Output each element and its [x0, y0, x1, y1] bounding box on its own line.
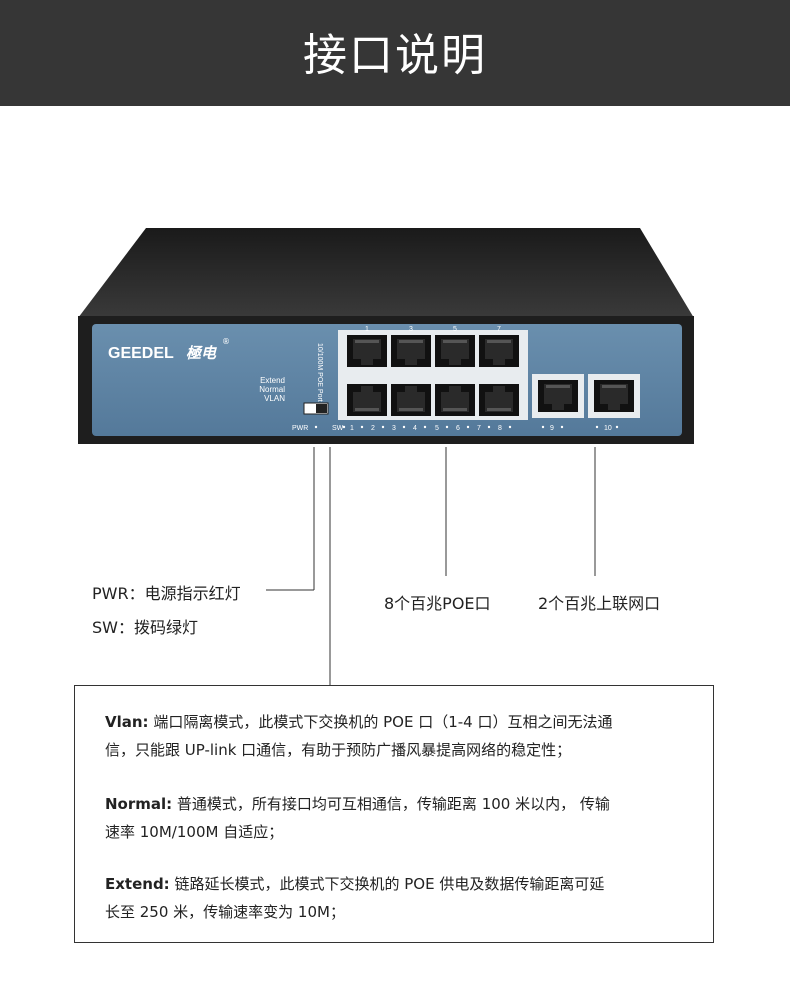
mode-extend-term: Extend: [105, 875, 170, 893]
mode-normal-term: Normal: [105, 795, 173, 813]
poe-port-label: 10/100M POE Port [316, 343, 323, 402]
indicator-3: 3 [392, 425, 396, 432]
indicator-label-row: PWR SW 1 2 3 4 5 6 7 8 9 10 [292, 425, 619, 432]
mode-vlan-line2: 信，只能跟 UP-link 口通信，有助于预防广播风暴提高网络的稳定性； [105, 741, 572, 759]
mode-extend-line2: 长至 250 米，传输速率变为 10M； [105, 903, 345, 921]
indicator-1: 1 [350, 425, 354, 432]
mode-label-vlan: VLAN [264, 394, 285, 403]
port-number-3: 3 [409, 326, 413, 333]
mode-normal-line2: 速率 10M/100M 自适应； [105, 823, 284, 841]
indicator-7: 7 [477, 425, 481, 432]
callout-pwr: PWR：电源指示红灯 [92, 584, 241, 603]
mode-vlan-line1: 端口隔离模式，此模式下交换机的 POE 口（1-4 口）互相之间无法通 [148, 713, 613, 731]
mode-extend: Extend: 链路延长模式，此模式下交换机的 POE 供电及数据传输距离可延 … [105, 870, 675, 926]
header-banner: 接口说明 [0, 0, 790, 106]
indicator-10: 10 [604, 425, 612, 432]
brand-name: GEEDEL [108, 345, 174, 362]
indicator-5: 5 [435, 425, 439, 432]
port-number-1: 1 [365, 326, 369, 333]
chassis-top [78, 228, 694, 318]
mode-normal: Normal: 普通模式，所有接口均可互相通信，传输距离 100 米以内， 传输… [105, 790, 675, 846]
mode-normal-line1: 普通模式，所有接口均可互相通信，传输距离 100 米以内， 传输 [172, 795, 610, 813]
mode-label-normal: Normal [259, 385, 285, 394]
mode-extend-line1: 链路延长模式，此模式下交换机的 POE 供电及数据传输距离可延 [169, 875, 605, 893]
brand-logo: 極电 [186, 344, 217, 362]
port-number-5: 5 [453, 326, 457, 333]
mode-vlan-term: Vlan: [105, 713, 149, 731]
indicator-4: 4 [413, 425, 417, 432]
callout-uplink: 2个百兆上联网口 [538, 594, 661, 613]
indicator-9: 9 [550, 425, 554, 432]
mode-description-box: Vlan: 端口隔离模式，此模式下交换机的 POE 口（1-4 口）互相之间无法… [74, 685, 714, 943]
indicator-2: 2 [371, 425, 375, 432]
indicator-8: 8 [498, 425, 502, 432]
indicator-pwr: PWR [292, 425, 308, 432]
callout-poe: 8个百兆POE口 [384, 594, 491, 613]
port-number-7: 7 [497, 326, 501, 333]
indicator-6: 6 [456, 425, 460, 432]
registered-mark: ® [222, 337, 230, 346]
mode-vlan: Vlan: 端口隔离模式，此模式下交换机的 POE 口（1-4 口）互相之间无法… [105, 708, 675, 764]
callout-sw: SW：拨码绿灯 [92, 618, 198, 637]
page-title: 接口说明 [303, 30, 487, 81]
mode-label-extend: Extend [260, 376, 285, 385]
indicator-sw: SW [332, 425, 344, 432]
